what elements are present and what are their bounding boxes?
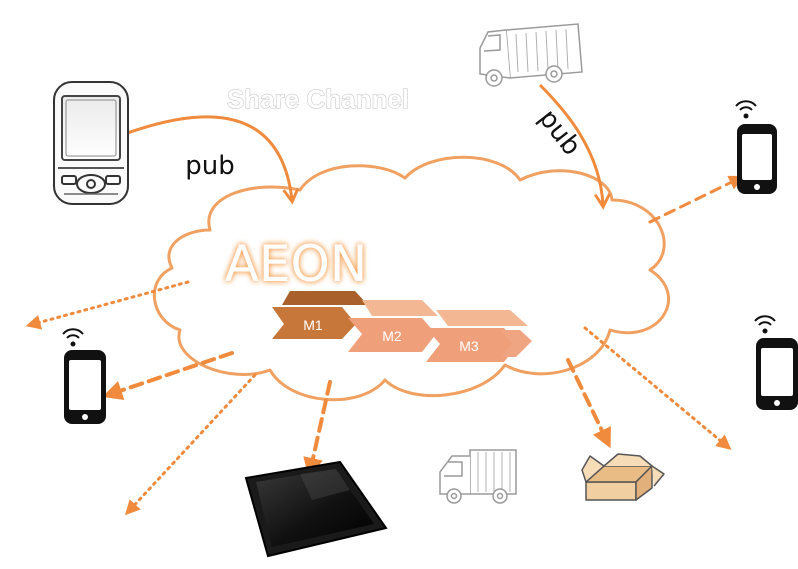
- smartphone-wifi-icon: [735, 100, 777, 194]
- delivery-arrow-left-far: [25, 280, 190, 330]
- smartphone-wifi-icon: [754, 315, 798, 410]
- share-channel-label: Share Channel: [227, 84, 409, 114]
- message-m3-label: M3: [459, 338, 479, 354]
- delivery-truck-icon: [439, 449, 517, 504]
- message-m2-label: M2: [382, 328, 402, 344]
- open-box-icon: [581, 453, 665, 501]
- message-m1-label: M1: [303, 317, 323, 333]
- feature-phone-icon: [53, 81, 129, 205]
- message-m1-top: [282, 291, 368, 305]
- message-queue: M1 M2 M3: [272, 291, 532, 362]
- delivery-arrow-top-right-phone: [648, 175, 745, 224]
- delivery-arrow-left-phone: [102, 351, 234, 400]
- message-m2-top: [362, 300, 438, 316]
- broker-name: AEON: [225, 235, 368, 293]
- message-m1: [272, 307, 356, 339]
- message-m3-top: [436, 310, 528, 326]
- message-m3: [426, 328, 518, 362]
- publish-arrow-truck: [538, 83, 611, 210]
- delivery-arrow-right-far: [583, 326, 732, 450]
- pub-label-left: pub: [185, 151, 235, 181]
- publish-arrow-phone: [121, 115, 300, 205]
- tablet-icon: [244, 460, 388, 558]
- delivery-arrow-tablet: [303, 380, 332, 478]
- message-m2: [348, 318, 436, 352]
- message-tail: [500, 330, 532, 357]
- pub-label-right: pub: [532, 104, 586, 161]
- delivery-arrows: [25, 175, 745, 516]
- delivery-arrow-box: [566, 358, 611, 449]
- broker-cloud: [152, 155, 670, 402]
- delivery-truck-icon: [479, 23, 583, 87]
- smartphone-wifi-icon: [62, 328, 106, 424]
- delivery-arrow-bottom-left: [124, 373, 257, 516]
